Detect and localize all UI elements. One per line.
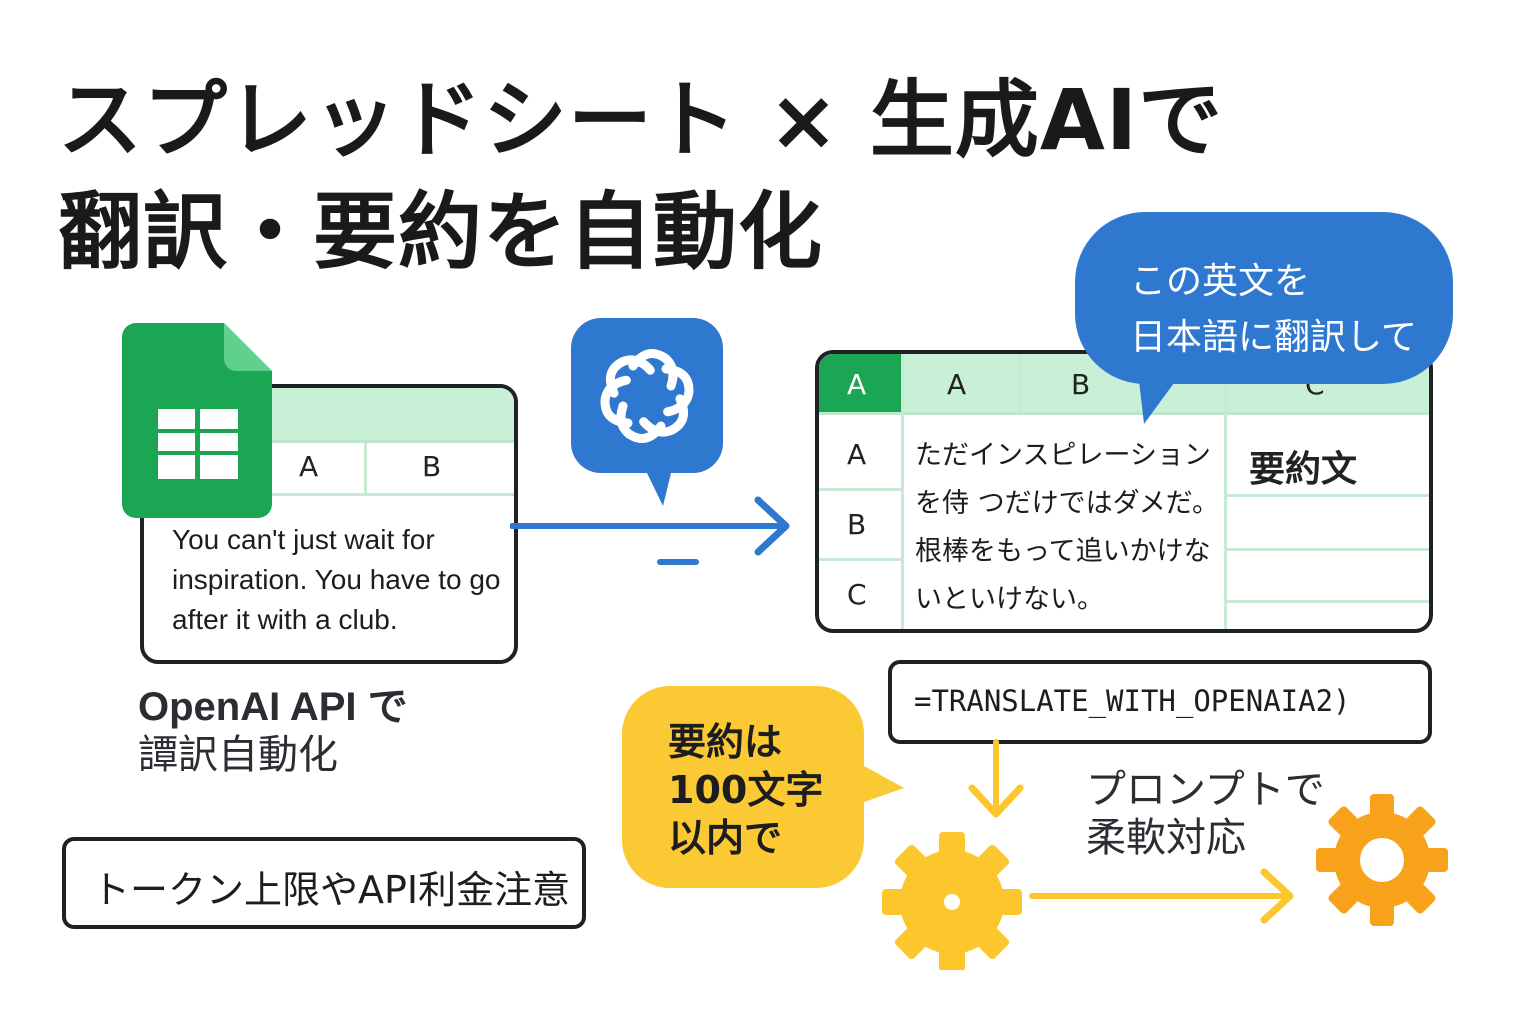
translate-instruction-bubble: この英文を 日本語に翻訳して xyxy=(1075,212,1453,384)
table-divider xyxy=(901,354,904,629)
bubble-line-2: 日本語に翻訳して xyxy=(1130,317,1417,358)
formula-box: =TRANSLATE_WITH_OPENAIA2) xyxy=(888,660,1432,744)
prompt-line-1: プロンプトで xyxy=(1086,767,1325,813)
flow-arrow xyxy=(510,496,790,565)
summary-instruction-text: 要約は 100文字 以内で xyxy=(668,718,823,862)
gear-icon xyxy=(1316,794,1448,926)
title-line-1: スプレッドシート × 生成AIで xyxy=(58,71,1224,169)
title-line-2: 翻訳・要約を自動化 xyxy=(58,183,824,281)
gear-icon xyxy=(882,832,1022,970)
summary-column-header: 要約文 xyxy=(1249,449,1358,490)
bubble-line-1: この英文を xyxy=(1130,261,1311,302)
yellow-line-2: 100文字 xyxy=(668,768,824,812)
caption-line-2: 譚訳自動化 xyxy=(138,732,338,778)
token-warning-box: トークン上限やAPI利金注意 xyxy=(62,837,586,929)
table-divider xyxy=(1224,548,1429,551)
prompt-note: プロンプトで 柔軟対応 xyxy=(1086,766,1325,862)
translated-table-card: A A B C A B C ただインスピレーションを侍 つだけではダメだ。根棒を… xyxy=(815,350,1433,633)
table-row-b-label: B xyxy=(847,508,867,541)
processing-flow xyxy=(882,739,1448,970)
table-divider xyxy=(1224,354,1227,629)
bubble-tail xyxy=(1138,372,1182,424)
token-warning-text: トークン上限やAPI利金注意 xyxy=(92,868,571,912)
sheet-column-b-header: B xyxy=(367,443,514,496)
table-divider xyxy=(819,488,901,491)
table-row-a-label: A xyxy=(847,438,867,471)
table-divider xyxy=(819,558,901,561)
caption-line-1: OpenAI API で xyxy=(138,685,408,729)
table-row-c-label: C xyxy=(847,578,867,611)
translated-japanese-text: ただインスピレーションを侍 つだけではダメだ。根棒をもって追いかけないといけない… xyxy=(915,440,1219,615)
table-divider xyxy=(1224,600,1429,603)
yellow-line-3: 以内で xyxy=(668,816,783,860)
formula-text: =TRANSLATE_WITH_OPENAIA2) xyxy=(914,684,1351,718)
table-divider xyxy=(1019,354,1022,412)
sheet-column-a-label: A xyxy=(299,450,319,483)
down-arrow-icon xyxy=(968,739,1024,818)
table-corner-label: A xyxy=(847,368,867,401)
table-corner-cell: A xyxy=(819,354,901,412)
table-col-1-label: A xyxy=(947,368,967,401)
prompt-line-2: 柔軟対応 xyxy=(1086,815,1246,861)
yellow-line-1: 要約は xyxy=(668,720,783,764)
right-arrow-icon xyxy=(1029,868,1294,924)
openai-caption: OpenAI API で 譚訳自動化 xyxy=(138,683,408,779)
summary-instruction-bubble xyxy=(622,686,904,888)
google-sheets-icon xyxy=(122,323,272,518)
openai-logo-icon xyxy=(571,318,723,506)
table-divider xyxy=(1224,494,1429,497)
table-col-2-label: B xyxy=(1071,368,1091,401)
sheet-column-b-label: B xyxy=(422,450,442,483)
source-english-text: You can't just wait for inspiration. You… xyxy=(172,524,501,635)
